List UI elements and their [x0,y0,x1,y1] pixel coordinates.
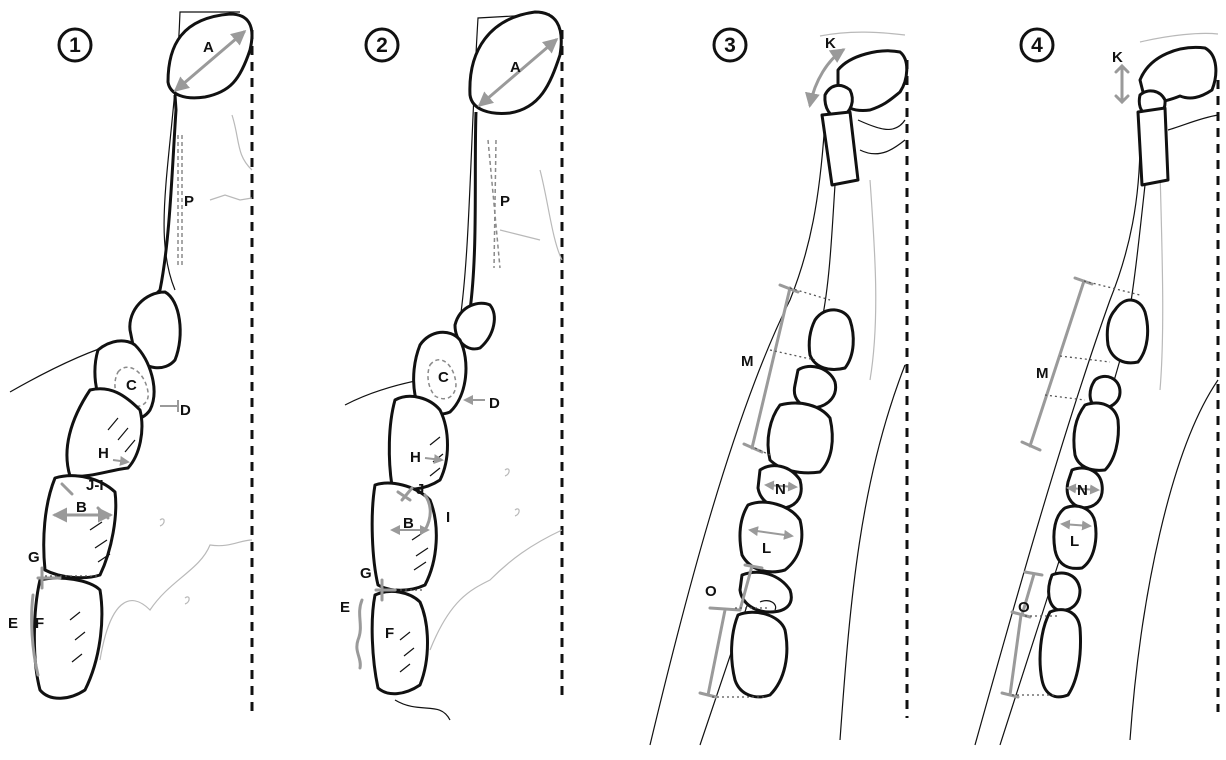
premolar-1 [389,396,447,489]
incisor-crown [822,112,858,185]
label-G: G [28,549,40,566]
premolar-2 [44,476,116,578]
lower-premolar-2 [1074,403,1119,470]
molar [34,578,102,698]
measure-M-dotted [1045,395,1085,400]
lower-molar-1 [740,502,802,572]
measure-P-line [494,140,496,268]
lower-canine [809,310,853,370]
panel-4: 4 K M N L O [975,29,1218,745]
label-I: I [446,509,450,526]
panel-number-badge: 2 [366,29,398,61]
bone-contour [160,519,164,526]
label-G: G [360,565,372,582]
panel-number-badge: 3 [714,29,746,61]
label-N: N [1077,482,1088,499]
jaw-contour [395,700,450,720]
label-O: O [1018,599,1030,616]
label-C: C [126,377,137,394]
jaw-contour [1168,115,1218,130]
measure-D-marker [160,400,178,412]
panel-number-badge: 1 [59,29,91,61]
bone-contour [100,540,252,660]
bone-contour [540,170,562,260]
measure-M-dotted [1060,356,1110,362]
bone-contour [515,509,519,516]
bone-contour [210,195,252,200]
measure-E-curve [357,600,362,668]
label-K: K [825,35,836,52]
molar [372,591,427,693]
lower-molar-3 [1040,610,1080,697]
lower-premolar-2 [768,403,832,473]
lower-molar-2 [1049,573,1080,610]
incisor-crown [1138,108,1168,185]
panel-1: 1 [8,12,252,712]
label-D: D [489,395,500,412]
panel-number: 1 [69,34,81,57]
incisor-root [460,112,476,318]
label-D: D [180,402,191,419]
label-N: N [775,481,786,498]
lower-premolar-1 [794,366,835,408]
label-B: B [403,515,414,532]
label-A: A [510,59,521,76]
jaw-contour [1130,380,1218,740]
label-F: F [35,615,44,632]
label-P: P [184,193,194,210]
label-H: H [98,445,109,462]
panel-2: 2 [340,12,562,720]
label-C: C [438,369,449,386]
bone-contour [1140,33,1218,42]
measure-K-marker [1116,66,1128,102]
lower-canine [1107,300,1147,363]
panel-number: 2 [376,34,388,57]
label-M: M [741,353,754,370]
panel-number: 3 [724,34,736,57]
panel-3: 3 K M N L O [650,29,907,745]
jaw-contour [840,365,905,740]
lower-molar-3 [732,612,787,697]
label-A: A [203,39,214,56]
bone-contour [505,469,509,476]
label-J: J [416,481,424,498]
label-L: L [762,540,771,557]
label-E: E [340,599,350,616]
label-J-I: J-I [86,477,104,494]
bone-contour [430,530,562,650]
label-H: H [410,449,421,466]
bone-contour [870,180,876,380]
label-K: K [1112,49,1123,66]
bone-contour [500,230,540,240]
label-E: E [8,615,18,632]
bone-contour [232,115,252,170]
label-L: L [1070,533,1079,550]
label-P: P [500,193,510,210]
label-F: F [385,625,394,642]
panel-number: 4 [1031,34,1043,57]
bone-contour [1160,170,1163,390]
label-B: B [76,499,87,516]
premolar-1 [67,389,142,477]
label-M: M [1036,365,1049,382]
label-O: O [705,583,717,600]
measure-M-dotted [790,288,830,300]
jaw-contour [858,120,905,154]
panel-number-badge: 4 [1021,29,1053,61]
bone-contour [185,597,189,604]
